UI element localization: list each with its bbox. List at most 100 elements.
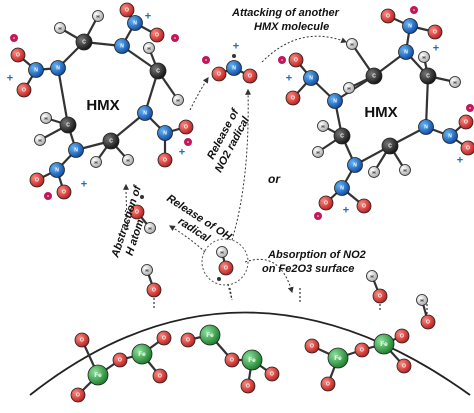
hydrogen-atom-letter: H [147, 46, 150, 51]
radical-dot [217, 277, 221, 281]
reaction-arrow [261, 35, 348, 63]
hydrogen-atom-letter: H [58, 26, 61, 31]
oh-release-circle [201, 238, 249, 286]
iron-atom-sphere [373, 333, 395, 355]
hydrogen-atom-letter: H [44, 116, 47, 121]
hydrogen-atom-letter: H [96, 14, 99, 19]
plus-charge-symbol: + [457, 155, 463, 167]
oxygen-atom-letter: O [433, 30, 437, 36]
carbon-atom: C [59, 116, 77, 134]
carbon-atom-sphere [59, 116, 77, 134]
nitrogen-atom-letter: N [424, 125, 428, 131]
hmx-label-right: HMX [364, 104, 397, 121]
carbon-atom: C [419, 67, 437, 85]
nitrogen-atom-sphere [68, 142, 84, 158]
oxygen-atom: O [460, 140, 474, 156]
oxygen-atom-sphere [152, 368, 168, 384]
hydrogen-atom-letter: H [145, 268, 148, 273]
hydrogen-atom-sphere [343, 82, 355, 94]
hydrogen-atom-sphere [368, 166, 380, 178]
plus-charge-icon: + [179, 147, 185, 159]
carbon-atom: C [149, 62, 167, 80]
oxygen-atom-sphere [149, 27, 165, 43]
oxygen-atom-letter: O [135, 210, 139, 216]
minus-charge-symbol: - [187, 139, 190, 146]
oxygen-atom-sphere [224, 352, 240, 368]
hydrogen-atom-letter: H [176, 98, 179, 103]
hydrogen-atom: H [317, 120, 329, 132]
minus-charge-icon: - [410, 6, 418, 14]
plus-charge-icon: + [7, 73, 13, 85]
oxygen-atom-sphere [157, 152, 173, 168]
hydrogen-atom: H [368, 166, 380, 178]
oxygen-atom-letter: O [76, 393, 80, 399]
carbon-atom-sphere [365, 67, 383, 85]
radical-dot [232, 54, 236, 58]
minus-charge-symbol: - [174, 35, 177, 42]
iron-atom-letter: Fe [334, 355, 342, 362]
iron-atom: Fe [327, 347, 349, 369]
reaction-arrow [189, 77, 209, 111]
hydrogen-atom-sphere [34, 134, 46, 146]
nitrogen-atom-letter: N [34, 68, 38, 74]
carbon-atom-letter: C [426, 74, 430, 80]
oxygen-atom: O [112, 352, 128, 368]
minus-charge-dot [184, 138, 192, 146]
carbon-atom-sphere [102, 132, 120, 150]
oxygen-atom: O [149, 27, 165, 43]
hydrogen-atom-letter: H [148, 226, 151, 231]
absorption-label-line2: on Fe2O3 surface [262, 263, 354, 275]
oxygen-atom: O [458, 114, 474, 130]
hydrogen-atom: H [399, 164, 411, 176]
oxygen-atom-sphere [460, 140, 474, 156]
nitrogen-atom-letter: N [163, 131, 167, 137]
nitrogen-atom: N [49, 162, 65, 178]
nitrogen-atom: N [157, 125, 173, 141]
hydrogen-atom: H [416, 294, 428, 306]
nitrogen-atom: N [226, 60, 242, 76]
hydrogen-atom-letter: H [372, 170, 375, 175]
minus-charge-icon: - [171, 34, 179, 42]
plus-charge-icon: + [343, 205, 349, 217]
attacking-label-line2: HMX molecule [254, 21, 329, 33]
oxygen-atom: O [288, 52, 304, 68]
nitrogen-atom-letter: N [309, 76, 313, 82]
iron-atom: Fe [373, 333, 395, 355]
nitrogen-atom-letter: N [448, 134, 452, 140]
oxygen-atom-sphere [318, 195, 334, 211]
oxygen-atom-letter: O [464, 120, 468, 126]
nitrogen-atom: N [50, 60, 66, 76]
plus-charge-icon: + [433, 43, 439, 55]
hydrogen-atom-sphere [172, 94, 184, 106]
oxygen-atom: O [29, 172, 45, 188]
oxygen-atom-letter: O [80, 338, 84, 344]
minus-charge-dot [171, 34, 179, 42]
oxygen-atom-letter: O [230, 358, 234, 364]
nitrogen-atom-letter: N [133, 21, 137, 27]
plus-charge-icon: + [81, 179, 87, 191]
oxygen-atom-letter: O [248, 74, 252, 80]
oxygen-atom-letter: O [162, 336, 166, 342]
carbon-atom-letter: C [340, 134, 344, 140]
oxygen-atom: O [211, 66, 227, 82]
plus-charge-symbol: + [433, 43, 439, 55]
nitrogen-atom-sphere [327, 93, 343, 109]
oxygen-atom-sphere [458, 114, 474, 130]
hydrogen-atom-letter: H [370, 274, 373, 279]
iron-atom-letter: Fe [206, 332, 214, 339]
oxygen-atom: O [152, 368, 168, 384]
hydrogen-atom: H [172, 94, 184, 106]
oxygen-atom-sphere [356, 198, 372, 214]
oxygen-atom: O [264, 366, 280, 382]
oxygen-atom-sphere [242, 68, 258, 84]
minus-charge-dot [202, 56, 210, 64]
carbon-atom-sphere [381, 137, 399, 155]
iron-atom-letter: Fe [380, 341, 388, 348]
minus-charge-dot [44, 192, 52, 200]
hydrogen-atom: H [216, 246, 228, 258]
oxygen-atom: O [180, 332, 196, 348]
hydrogen-atom-sphere [216, 246, 228, 258]
hydrogen-atom-letter: H [420, 298, 423, 303]
oxygen-atom-letter: O [22, 88, 26, 94]
